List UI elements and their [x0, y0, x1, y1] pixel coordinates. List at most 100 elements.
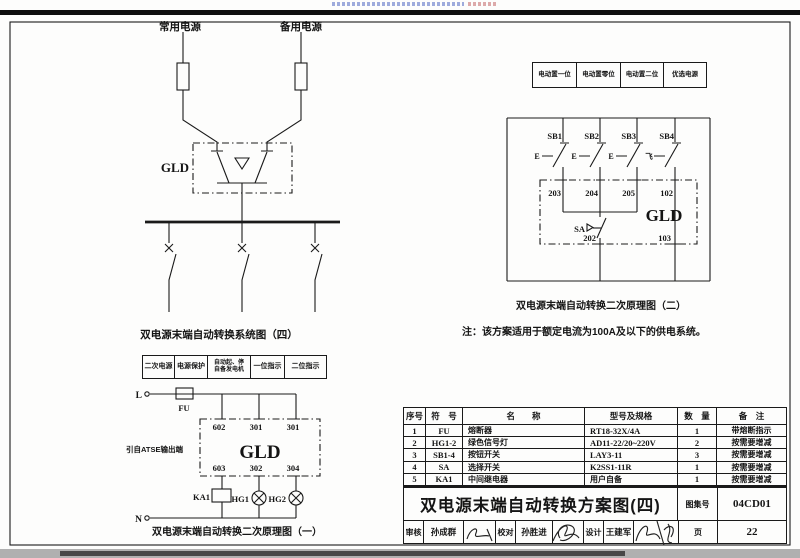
actuator-label: E [534, 152, 539, 161]
terminal-301: 301 [250, 422, 263, 432]
lamp-hg2-label: HG2 [269, 494, 286, 504]
gld-label: GLD [161, 160, 189, 175]
materials-cell: 4 [404, 461, 426, 474]
system-diagram: 常用电源 备用电源 GLD 双电源末端自动转换系统图（四） [139, 20, 340, 341]
materials-cell: 5 [404, 473, 426, 486]
materials-cell: 3 [678, 449, 717, 462]
materials-cell: FU [426, 425, 463, 438]
materials-cell: 2 [678, 437, 717, 450]
terminal-102: 102 [660, 188, 673, 198]
secondary-schematic-2: SB1 SB2 SB3 SB4 E E E 飞 203 204 205 102 … [462, 117, 711, 338]
checker-name: 孙胜进 [516, 521, 553, 543]
materials-cell: 带熔断指示 [717, 425, 786, 438]
neutral-n-label: N [135, 515, 142, 525]
legend-cell: 二次电源 [143, 356, 175, 378]
materials-cell: 按钮开关 [463, 449, 585, 462]
legend-cell: 自动起、停 自备发电机 [208, 356, 251, 378]
materials-cell: 1 [678, 461, 717, 474]
materials-cell: 用户自备 [585, 473, 678, 486]
selector-switch-sa [586, 217, 607, 281]
materials-cell: HG1-2 [426, 437, 463, 450]
fuse-symbol [175, 387, 194, 400]
materials-header-name: 名 称 [463, 408, 585, 425]
gld-label: GLD [646, 206, 683, 225]
materials-cell: 绿色信号灯 [463, 437, 585, 450]
sb3-label: SB3 [621, 131, 636, 141]
secondary1-caption: 双电源末端自动转换二次原理图（一） [152, 525, 322, 538]
designer-name: 王建军 [604, 521, 634, 543]
atlas-no-value: 04CD01 [718, 488, 786, 521]
legend-cell: 二位指示 [291, 362, 320, 370]
sb4-label: SB4 [659, 131, 674, 141]
page-number: 22 [746, 526, 758, 538]
materials-cell: RT18-32X/4A [585, 425, 678, 438]
materials-cell: SB1-4 [426, 449, 463, 462]
materials-cell: 2 [404, 437, 426, 450]
materials-cell: 3 [404, 449, 426, 462]
motor-position-legend: 电动置一位 电动置零位 电动置二位 优选电源 [532, 62, 707, 88]
materials-cell: 1 [678, 425, 717, 438]
pushbutton-sb1 [542, 118, 569, 180]
legend-cell: 电动置一位 [533, 63, 577, 87]
terminal-dot [144, 515, 150, 521]
fuse-label: FU [178, 403, 189, 413]
lamp-symbol [288, 490, 304, 506]
actuator-label: 飞 [645, 152, 653, 161]
outgoing-breaker [237, 223, 250, 312]
materials-table: 序号 符 号 名 称 型号及规格 数 量 备 注 1 FU 熔断器 RT18-3… [403, 407, 787, 487]
terminal-204: 204 [585, 188, 599, 198]
reviewer-signature-cell [464, 521, 496, 543]
materials-cell: 选择开关 [463, 461, 585, 474]
incoming-feeder-normal [176, 32, 218, 151]
lamp-hg1-label: HG1 [232, 494, 249, 504]
legend-cell: 电动置零位 [577, 63, 621, 87]
designer-signature-cell [634, 521, 679, 543]
sa-label: SA [574, 224, 586, 234]
secondary-schematic-1: L FU 602 301 301 GLD 引自ATSE输出端 603 302 3… [126, 387, 322, 538]
materials-header-seq: 序号 [404, 408, 426, 425]
reviewer-label: 审核 [404, 521, 424, 543]
sb1-label: SB1 [547, 131, 562, 141]
terminal-205: 205 [622, 188, 635, 198]
designer-label: 设计 [584, 521, 604, 543]
legend-cell: 电动置二位 [621, 63, 664, 87]
gld-controller-box [539, 179, 698, 245]
rating-note: 注：该方案适用于额定电流为100A及以下的供电系统。 [462, 325, 706, 338]
materials-cell: 1 [678, 473, 717, 486]
checker-label: 校对 [496, 521, 516, 543]
gld-controller-box [199, 418, 321, 477]
reviewer-name: 孙成群 [424, 521, 464, 543]
outgoing-breaker [310, 223, 323, 312]
materials-cell: 1 [404, 425, 426, 438]
terminal-304: 304 [287, 463, 301, 473]
terminal-203: 203 [548, 188, 561, 198]
gld-label: GLD [239, 442, 280, 463]
materials-header-qty: 数 量 [678, 408, 717, 425]
secondary2-caption: 双电源末端自动转换二次原理图（二） [516, 299, 686, 312]
terminal-603: 603 [213, 463, 226, 473]
fuse-symbol [176, 62, 190, 91]
function-legend: 二次电源 电源保护 自动起、停 自备发电机 一位指示 二位指示 [142, 355, 327, 379]
terminal-302: 302 [250, 463, 263, 473]
pushbutton-sb3 [616, 118, 643, 180]
sheet-title: 双电源末端自动转换方案图(四) [404, 488, 678, 521]
title-block: 双电源末端自动转换方案图(四) 图集号 04CD01 审核 孙成群 校对 孙胜进… [403, 487, 787, 544]
materials-cell: KA1 [426, 473, 463, 486]
transfer-switch-box [192, 142, 293, 222]
watermark-text [332, 2, 464, 6]
terminal-202: 202 [583, 233, 596, 243]
materials-cell: 中间继电器 [463, 473, 585, 486]
materials-cell: 按需要增减 [717, 462, 786, 474]
actuator-label: E [608, 152, 613, 161]
materials-header-symbol: 符 号 [426, 408, 463, 425]
materials-cell: 按需要增减 [717, 474, 786, 486]
actuator-label: E [571, 152, 576, 161]
legend-cell: 电源保护 [175, 356, 208, 378]
incoming-feeder-backup [266, 32, 308, 151]
terminal-103: 103 [658, 233, 671, 243]
terminal-dot [144, 391, 150, 397]
outer-loop [506, 117, 711, 282]
relay-coil-symbol [211, 488, 232, 503]
materials-cell: 按需要增减 [717, 449, 786, 462]
